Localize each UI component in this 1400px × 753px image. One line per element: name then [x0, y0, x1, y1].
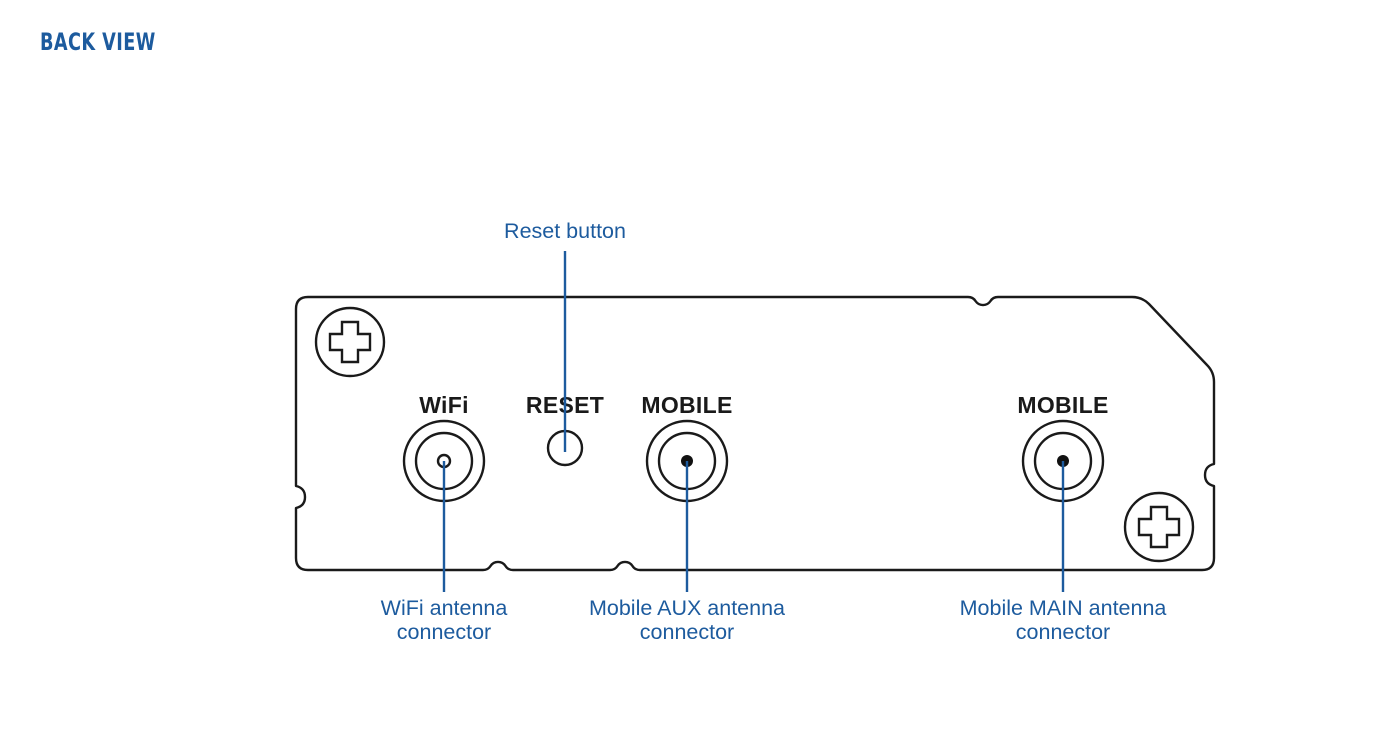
- callout-wifi-line1: WiFi antenna: [380, 596, 508, 620]
- callout-reset-button: Reset button: [504, 219, 626, 243]
- screw-top-left-icon: [314, 306, 386, 378]
- callout-mobile-aux-antenna: Mobile AUX antenna connector: [589, 596, 785, 644]
- callout-mobile-main-line2: connector: [1015, 620, 1111, 645]
- enclosure-outline: [294, 295, 1216, 572]
- callout-reset-line1: Reset button: [504, 219, 626, 243]
- callout-mobile-main-antenna: Mobile MAIN antenna connector: [960, 596, 1167, 644]
- callout-wifi-line2: connector: [396, 620, 492, 645]
- page-title: BACK VIEW: [40, 28, 156, 56]
- port-label-mobile-main: MOBILE: [1017, 392, 1108, 418]
- port-label-mobile-aux: MOBILE: [641, 392, 732, 418]
- callout-mobile-aux-line1: Mobile AUX antenna: [588, 596, 786, 620]
- callout-mobile-aux-line2: connector: [639, 620, 735, 645]
- callout-wifi-antenna: WiFi antenna connector: [381, 596, 508, 644]
- screw-bottom-right-icon: [1123, 491, 1195, 563]
- port-label-wifi: WiFi: [419, 392, 469, 418]
- callout-mobile-main-line1: Mobile MAIN antenna: [959, 596, 1167, 620]
